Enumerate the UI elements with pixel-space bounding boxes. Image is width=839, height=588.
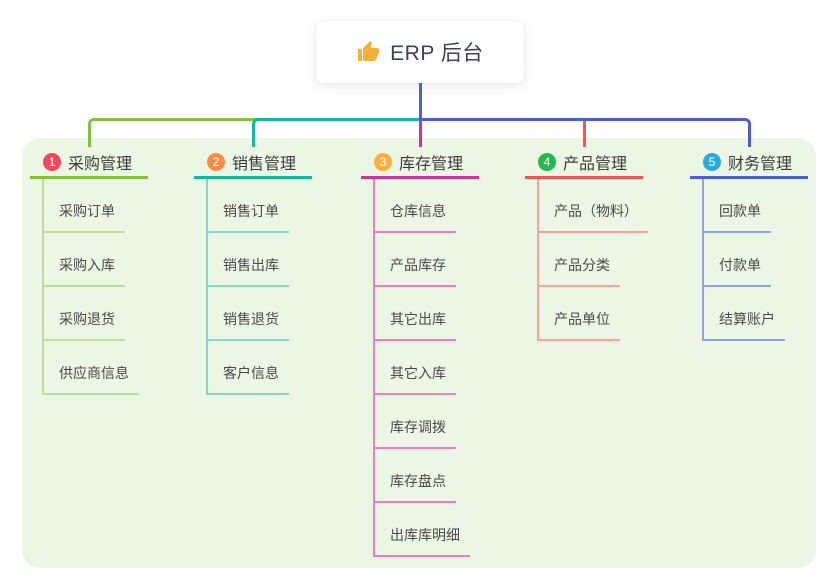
branch-item-label: 产品单位 (554, 311, 610, 327)
branch-item-label: 仓库信息 (390, 203, 446, 219)
branch-column-5: 5 财务管理 回款单付款单结算账户 (690, 147, 808, 341)
branch-item-label: 库存盘点 (390, 473, 446, 489)
branch-item[interactable]: 供应商信息 (44, 341, 139, 395)
root-title: ERP 后台 (390, 42, 484, 65)
branch-item[interactable]: 产品单位 (539, 287, 620, 341)
branch-item[interactable]: 回款单 (704, 179, 771, 233)
branch-item[interactable]: 销售出库 (208, 233, 289, 287)
branch-item-label: 回款单 (719, 203, 761, 219)
branch-item[interactable]: 产品分类 (539, 233, 620, 287)
branch-item-label: 产品（物料） (554, 203, 638, 219)
branch-column-4: 4 产品管理 产品（物料） 产品分类产品单位 (525, 147, 648, 341)
branch-item-label: 产品库存 (390, 257, 446, 273)
branch-item-label: 出库库明细 (390, 527, 460, 543)
thumbs-up-icon (358, 41, 380, 61)
branch-index-badge: 2 (207, 152, 225, 171)
branch-item[interactable]: 库存调拨 (375, 395, 456, 449)
root-node[interactable]: ERP 后台 (316, 21, 524, 83)
branch-item[interactable]: 库存盘点 (375, 449, 456, 503)
branch-item[interactable]: 付款单 (704, 233, 771, 287)
branch-header[interactable]: 3 库存管理 (361, 147, 479, 179)
branch-item[interactable]: 客户信息 (208, 341, 289, 395)
branch-items: 销售订单销售出库销售退货客户信息 (206, 179, 289, 395)
branch-item[interactable]: 出库库明细 (375, 503, 470, 557)
branch-header[interactable]: 1 采购管理 (30, 147, 148, 179)
branch-item-label: 结算账户 (719, 311, 775, 327)
connector-elbow-branch-2 (252, 118, 419, 147)
branch-item[interactable]: 仓库信息 (375, 179, 456, 233)
branch-header[interactable]: 5 财务管理 (690, 147, 808, 179)
branch-label: 销售管理 (232, 155, 297, 173)
branch-item-label: 销售出库 (223, 257, 279, 273)
branch-item-label: 其它入库 (390, 365, 446, 381)
branch-column-2: 2 销售管理 销售订单销售出库销售退货客户信息 (194, 147, 312, 395)
branch-item[interactable]: 销售订单 (208, 179, 289, 233)
branch-label: 采购管理 (68, 155, 133, 173)
branch-item[interactable]: 采购订单 (44, 179, 125, 233)
branch-header[interactable]: 4 产品管理 (525, 147, 643, 179)
branch-index-badge: 4 (538, 152, 556, 171)
branch-item-label: 销售退货 (223, 311, 279, 327)
branch-item[interactable]: 产品（物料） (539, 179, 648, 233)
branch-label: 库存管理 (399, 155, 464, 173)
branch-item-label: 客户信息 (223, 365, 279, 381)
branch-item-label: 采购退货 (59, 311, 115, 327)
branches-panel (22, 138, 816, 568)
branch-column-1: 1 采购管理 采购订单采购入库采购退货供应商信息 (30, 147, 148, 395)
branch-item-label: 其它出库 (390, 311, 446, 327)
connector-drop-branch-3 (419, 121, 422, 147)
branch-index-badge: 1 (43, 152, 61, 171)
root-connector-line (419, 83, 422, 121)
branch-item[interactable]: 其它出库 (375, 287, 456, 341)
branch-items: 产品（物料） 产品分类产品单位 (537, 179, 648, 341)
branch-item[interactable]: 销售退货 (208, 287, 289, 341)
branch-label: 财务管理 (728, 155, 793, 173)
branch-item-label: 产品分类 (554, 257, 610, 273)
branch-item[interactable]: 其它入库 (375, 341, 456, 395)
branch-items: 采购订单采购入库采购退货供应商信息 (42, 179, 139, 395)
branch-item-label: 库存调拨 (390, 419, 446, 435)
branch-item[interactable]: 采购退货 (44, 287, 125, 341)
branch-header[interactable]: 2 销售管理 (194, 147, 312, 179)
branch-item-label: 采购入库 (59, 257, 115, 273)
branch-item[interactable]: 结算账户 (704, 287, 785, 341)
branch-item-label: 付款单 (719, 257, 761, 273)
branch-item-label: 供应商信息 (59, 365, 129, 381)
branch-item[interactable]: 产品库存 (375, 233, 456, 287)
branch-label: 产品管理 (563, 155, 628, 173)
branch-items: 回款单付款单结算账户 (702, 179, 785, 341)
branch-column-3: 3 库存管理 仓库信息产品库存其它出库其它入库库存调拨库存盘点出库库明细 (361, 147, 479, 557)
connector-drop-branch-4 (583, 118, 586, 147)
branch-index-badge: 5 (703, 152, 721, 171)
branch-index-badge: 3 (374, 152, 392, 171)
branch-item-label: 采购订单 (59, 203, 115, 219)
branch-item-label: 销售订单 (223, 203, 279, 219)
connector-elbow-branch-5 (419, 118, 751, 147)
branch-item[interactable]: 采购入库 (44, 233, 125, 287)
branch-items: 仓库信息产品库存其它出库其它入库库存调拨库存盘点出库库明细 (373, 179, 470, 557)
